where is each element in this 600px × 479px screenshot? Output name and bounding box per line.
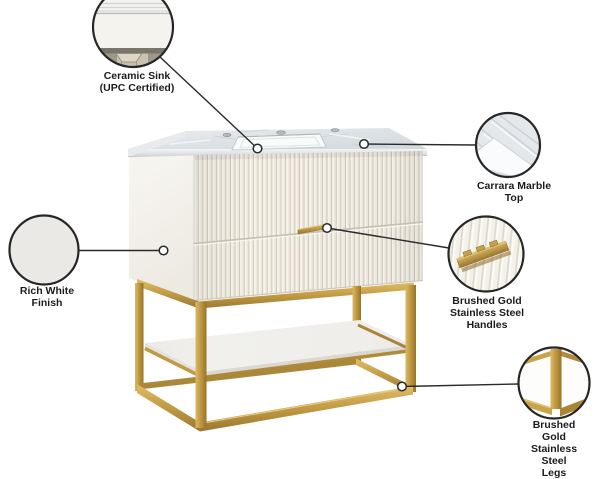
frame-front-right-leg [405,285,416,392]
fluted-drawer-front [193,151,424,302]
callout-label-ceramic-sink: Ceramic Sink (UPC Certified) [99,70,175,94]
callout-circle-carrara-marble [474,111,542,179]
leader-line-gold-handles [326,227,450,249]
leader-line-ceramic-sink [159,56,258,150]
frame-front-left-leg [195,302,207,428]
faucet-holes [222,128,340,138]
callout-dot-ceramic-sink [252,143,263,154]
leader-lines [78,56,519,388]
callout-circle-rich-white [8,214,80,286]
callout-circle-gold-legs [517,346,591,420]
marble-left-edge [128,131,186,157]
callout-circle-gold-handles [447,215,525,293]
drawer-divider [193,221,424,246]
frame-back-left-leg [135,283,144,391]
callout-circle-ceramic-sink [91,0,175,69]
callout-dot-rich-white [158,245,169,256]
callout-dot-gold-handles [321,222,333,234]
handle-closeup [456,239,512,273]
callout-dots [158,138,408,392]
leader-line-carrara-marble [363,143,477,146]
vanity-illustration [8,0,591,432]
frame-bottom-front-rail [200,386,413,432]
callout-label-gold-handles: Brushed Gold Stainless Steel Handles [449,295,525,331]
callout-label-rich-white: Rich White Finish [19,285,75,309]
callout-dot-gold-legs [396,381,408,392]
vanity-feature-diagram: Ceramic Sink (UPC Certified) Carrara Mar… [8,0,591,479]
cabinet-left-panel [129,155,194,301]
callout-label-carrara-marble: Carrara Marble Top [476,180,552,204]
vanity-product [127,128,428,432]
callout-label-gold-legs: Brushed Gold Stainless Steel Legs [530,419,578,479]
frame-bottom-back-rail [139,358,356,390]
gold-base-frame [135,279,416,432]
frame-bottom-left-rail [137,384,200,432]
callout-dot-carrara-marble [358,138,370,150]
leader-line-gold-legs [401,383,519,388]
frame-top-left-rail [137,279,199,309]
ceramic-sink-basin [231,133,327,151]
